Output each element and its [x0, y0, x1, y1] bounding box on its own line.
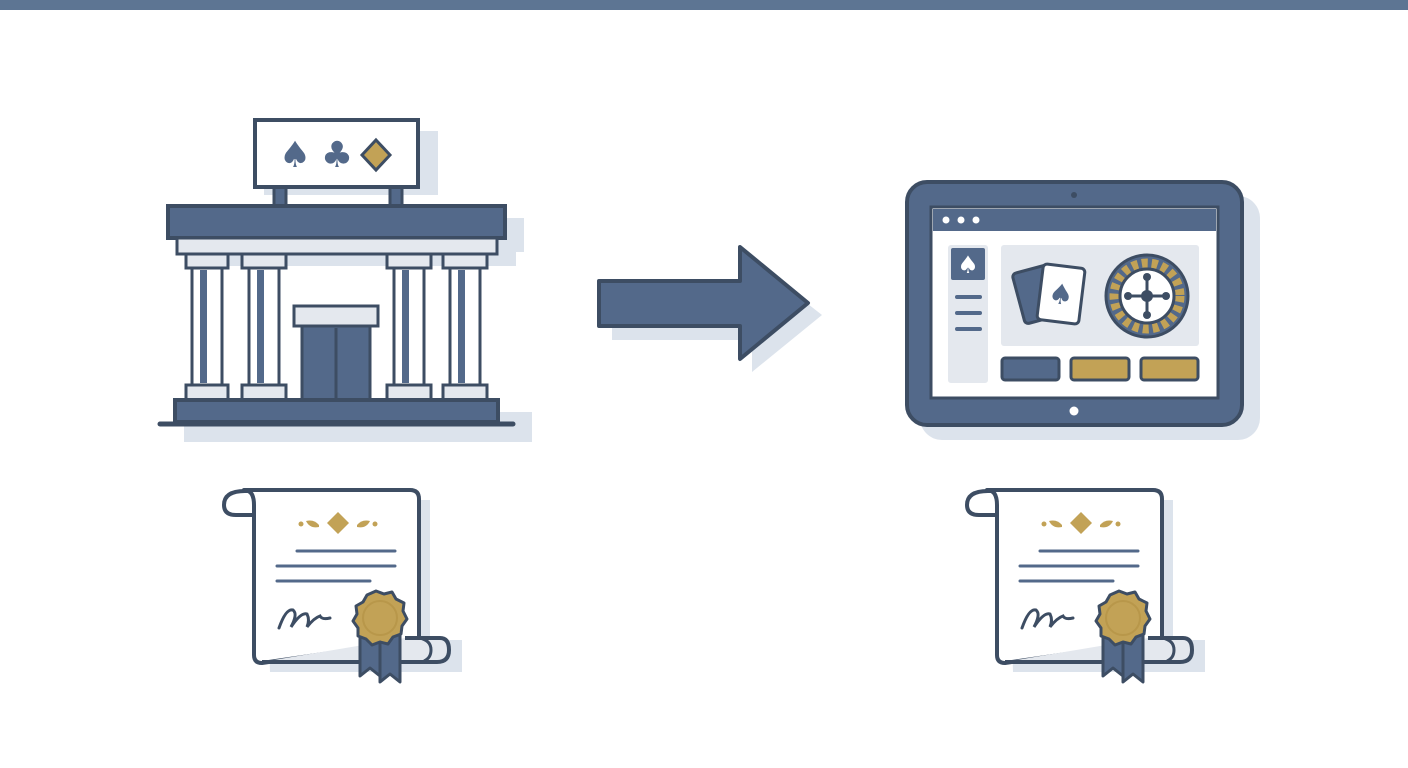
building-columns: [184, 252, 489, 403]
tablet-online-casino-icon: ♠ ♠: [905, 180, 1260, 440]
game-button-2: [1069, 356, 1131, 382]
top-accent-bar: [0, 0, 1408, 10]
signature-mark: [1020, 608, 1075, 630]
playing-card-suits-sign-icon: ♠ ♣: [253, 118, 420, 189]
wax-seal-icon: [1094, 589, 1152, 647]
game-button-1: [1000, 356, 1061, 382]
app-sidebar: ♠: [948, 245, 988, 383]
license-certificate-icon: [221, 488, 462, 684]
roulette-wheel-icon: [1104, 253, 1190, 339]
certificate-ornament-icon: [298, 512, 378, 534]
right-arrow-icon: [597, 245, 822, 372]
card-spade-icon: ♠: [1046, 277, 1075, 313]
playing-cards-icon: ♠: [1011, 262, 1087, 326]
sidebar-spade-icon: ♠: [957, 251, 979, 279]
certificate-ornament-icon: [1041, 512, 1121, 534]
wax-seal-icon: [351, 589, 409, 647]
sign-club-icon: ♣: [321, 135, 353, 176]
sign-diamond-icon: [359, 137, 393, 173]
casino-building-icon: ♠ ♣: [157, 118, 532, 442]
license-certificate-icon: [964, 488, 1205, 684]
sign-spade-icon: ♠: [279, 135, 311, 176]
signature-mark: [277, 608, 332, 630]
building-door: [292, 304, 380, 404]
game-button-3: [1139, 356, 1200, 382]
